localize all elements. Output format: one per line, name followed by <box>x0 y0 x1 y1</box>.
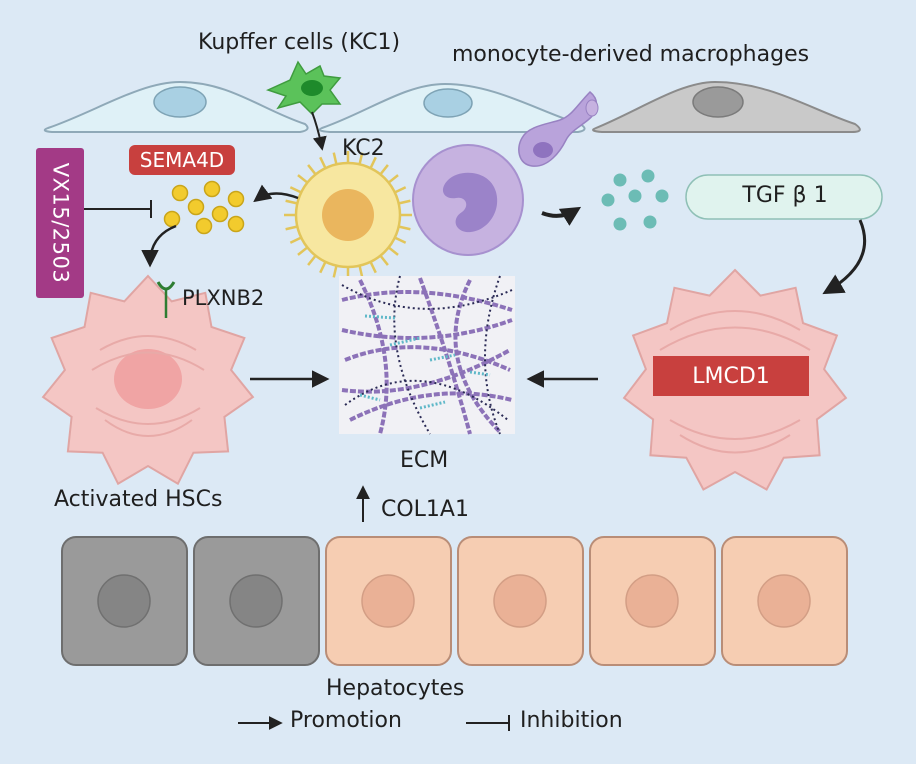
endothelial-cell-middle <box>318 82 586 133</box>
sema4d-dots <box>163 180 245 235</box>
tgfb1-dot <box>655 189 669 203</box>
ecm-label: ECM <box>400 448 449 473</box>
kupffer-label: Kupffer cells (KC1) <box>198 30 401 55</box>
tgfb1-dots <box>601 169 669 231</box>
tgfb1-dot <box>613 217 627 231</box>
tgfb1-label: TGF β 1 <box>742 183 828 208</box>
legend-promotion-label: Promotion <box>290 708 402 733</box>
sema4d-dot <box>163 210 181 228</box>
plxnb2-receptor-icon <box>156 281 176 318</box>
plxnb2-label: PLXNB2 <box>182 286 265 310</box>
kc2-label: KC2 <box>342 136 385 161</box>
hepatocyte-cell <box>61 536 188 666</box>
arrow-sema4d-to-plxnb2 <box>141 224 177 268</box>
sema4d-dot <box>195 217 213 235</box>
activated-hsc-cell <box>41 274 255 486</box>
tgfb1-dot <box>601 193 615 207</box>
sema4d-dot <box>227 190 245 208</box>
arrow-macrophage-to-tgfb1 <box>541 206 582 226</box>
tgfb1-dot <box>613 173 627 187</box>
col1a1-label: COL1A1 <box>381 497 469 522</box>
hepatocyte-cell <box>457 536 584 666</box>
sema4d-dot <box>211 205 229 223</box>
hepatocyte-cell <box>589 536 716 666</box>
hepatocyte-cell <box>193 536 320 666</box>
lmcd1-badge: LMCD1 <box>653 356 809 396</box>
hepatocyte-row <box>61 536 848 666</box>
tgfb1-dot <box>628 189 642 203</box>
tgfb1-dot <box>643 215 657 229</box>
sema4d-dot <box>227 215 245 233</box>
sema4d-badge: SEMA4D <box>129 145 235 175</box>
monocyte-label: monocyte-derived macrophages <box>452 42 810 67</box>
migrating-macrophage <box>518 90 599 167</box>
legend-inhibition-label: Inhibition <box>520 708 623 733</box>
hepatocyte-cell <box>325 536 452 666</box>
arrow-kc2-to-sema4d <box>253 184 299 203</box>
vx15-label: VX15/2503 <box>48 162 72 284</box>
vx15-badge: VX15/2503 <box>36 148 84 298</box>
activated-hscs-label: Activated HSCs <box>54 487 223 512</box>
hepatocyte-cell <box>721 536 848 666</box>
ecm-matrix <box>339 275 515 435</box>
tgfb1-dot <box>641 169 655 183</box>
sema4d-dot <box>203 180 221 198</box>
endothelial-cell-right <box>592 80 861 133</box>
kupffer-cell-kc1 <box>265 60 342 116</box>
macrophage-cell <box>412 144 524 256</box>
endothelial-cell-left <box>43 80 309 133</box>
kc2-cell <box>284 151 412 279</box>
lmcd1-label: LMCD1 <box>692 363 770 389</box>
sema4d-label: SEMA4D <box>139 148 225 172</box>
sema4d-dot <box>187 198 205 216</box>
arrow-tgfb1-to-lmcd1 <box>822 219 866 295</box>
sema4d-dot <box>171 184 189 202</box>
hepatocytes-label: Hepatocytes <box>326 676 465 701</box>
tgfb1-pill <box>685 174 883 220</box>
arrow-kc1-to-kc2 <box>311 111 327 151</box>
